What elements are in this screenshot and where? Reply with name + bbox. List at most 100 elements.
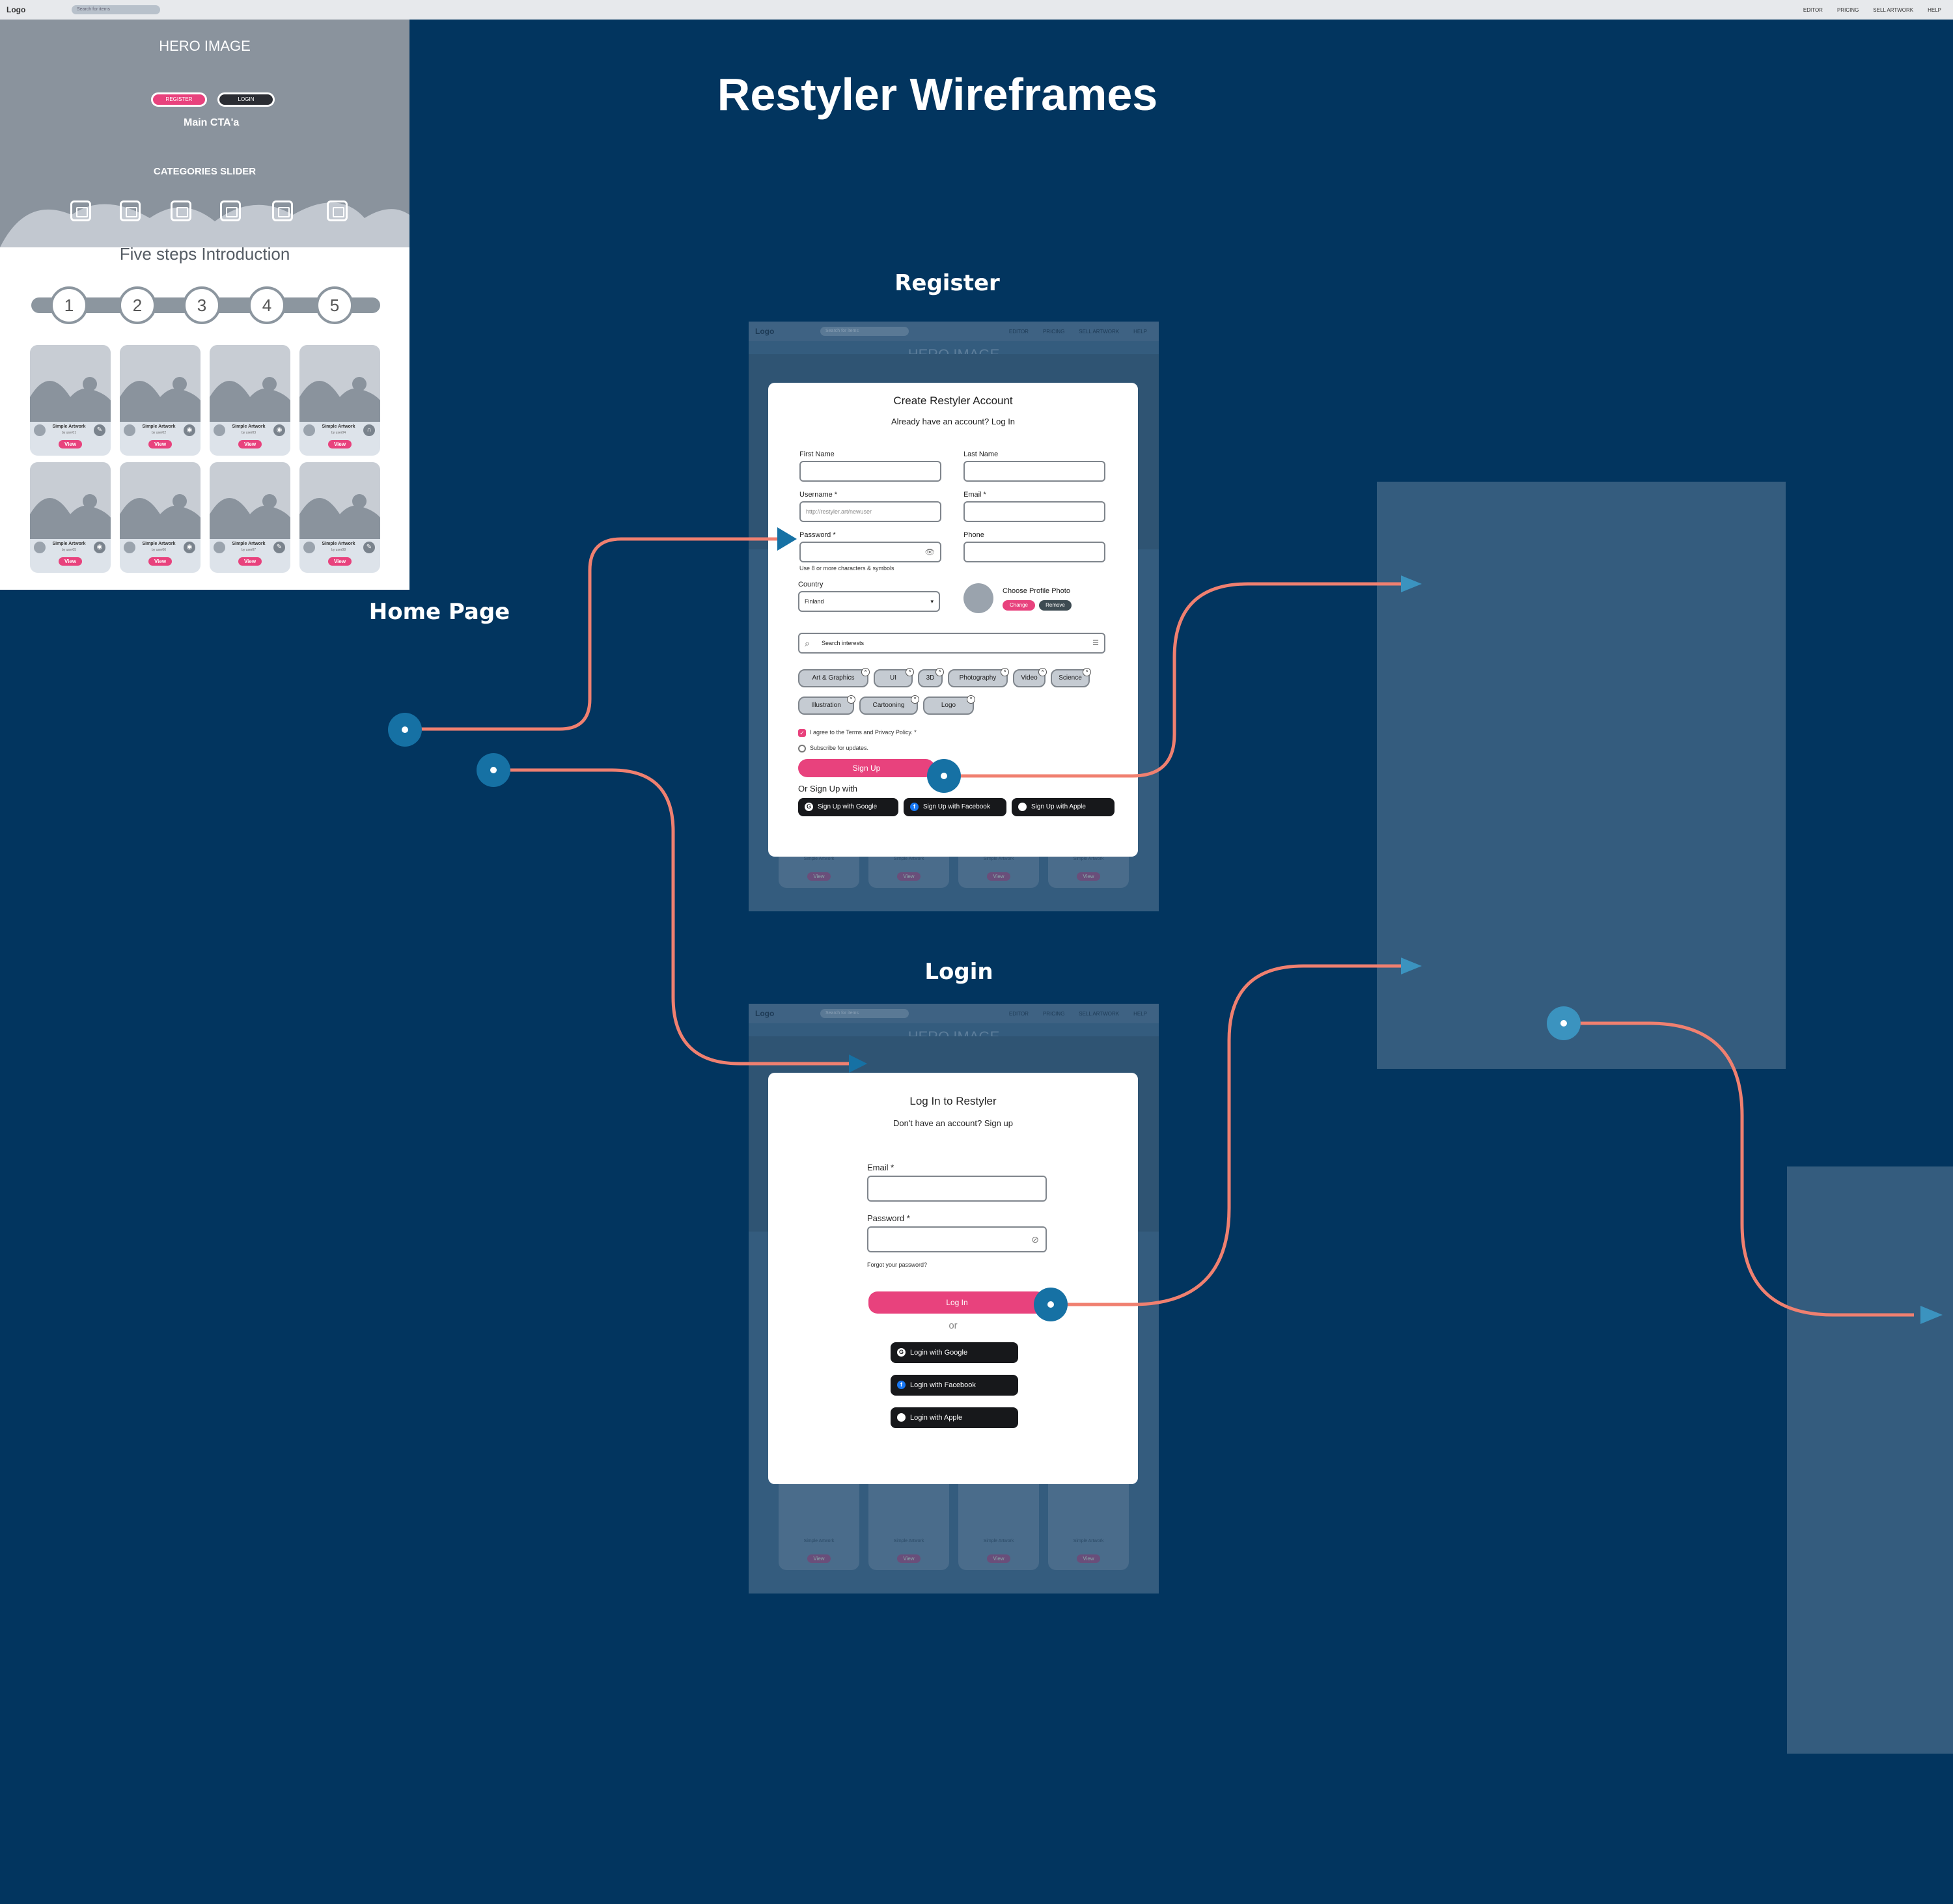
close-icon[interactable]: × xyxy=(1038,668,1047,676)
step-1[interactable]: 1 xyxy=(50,286,88,324)
forgot-password-link[interactable]: Forgot your password? xyxy=(867,1262,928,1268)
close-icon[interactable]: × xyxy=(911,695,919,704)
modal-subtitle[interactable]: Already have an account? Log In xyxy=(891,417,1016,426)
category-icon-6[interactable] xyxy=(327,200,348,221)
log-in-button[interactable]: Log In xyxy=(868,1291,1046,1314)
login-facebook-label: Login with Facebook xyxy=(910,1381,976,1389)
category-icon-1[interactable] xyxy=(70,200,91,221)
nav-link-sell-artwork[interactable]: SELL ARTWORK xyxy=(1079,328,1120,335)
password-field[interactable]: 👁 xyxy=(799,542,941,562)
close-icon[interactable]: × xyxy=(1083,668,1091,676)
country-select[interactable]: Finland ▾ xyxy=(798,591,940,612)
view-button[interactable]: View xyxy=(328,440,352,448)
logo[interactable]: Logo xyxy=(7,5,26,14)
step-5[interactable]: 5 xyxy=(316,286,353,324)
close-icon[interactable]: × xyxy=(935,668,944,676)
interest-chip[interactable]: Video× xyxy=(1013,668,1047,687)
arrow-head-icon xyxy=(1401,958,1422,974)
view-button[interactable]: View xyxy=(238,440,262,448)
category-icon-4[interactable] xyxy=(220,200,241,221)
username-field[interactable]: http://restyler.art/newuser xyxy=(799,501,941,522)
email-field[interactable] xyxy=(963,501,1105,522)
interest-chip[interactable]: Logo× xyxy=(923,695,975,715)
eye-icon[interactable]: 👁 xyxy=(924,547,935,557)
view-button[interactable]: View xyxy=(328,557,352,566)
interest-chip[interactable]: UI× xyxy=(874,668,914,687)
search-input[interactable]: Search for items xyxy=(72,5,160,14)
category-icon-2[interactable] xyxy=(120,200,141,221)
step-2[interactable]: 2 xyxy=(118,286,156,324)
category-icon-5[interactable] xyxy=(272,200,293,221)
interest-chip[interactable]: Science× xyxy=(1051,668,1091,687)
phone-field[interactable] xyxy=(963,542,1105,562)
nav-link-editor[interactable]: EDITOR xyxy=(1008,328,1029,335)
interests-search-input[interactable]: ⌕ Search interests ☰ xyxy=(798,633,1105,654)
or-divider: or xyxy=(949,1320,958,1331)
nav-link-editor[interactable]: EDITOR xyxy=(1008,1010,1029,1017)
email-field[interactable] xyxy=(867,1176,1047,1202)
close-icon[interactable]: × xyxy=(847,695,855,704)
login-button[interactable]: LOGIN xyxy=(217,92,275,107)
nav-link-sell-artwork[interactable]: SELL ARTWORK xyxy=(1079,1010,1120,1017)
remove-photo-button[interactable]: Remove xyxy=(1039,600,1072,611)
terms-checkbox[interactable]: ✓ xyxy=(798,729,806,737)
nav-link-pricing[interactable]: PRICING xyxy=(1042,328,1065,335)
interest-chip[interactable]: Cartooning× xyxy=(859,695,919,715)
view-button: View xyxy=(1077,1554,1100,1563)
nav-link-pricing[interactable]: PRICING xyxy=(1042,1010,1065,1017)
artwork-author: by user02 xyxy=(152,431,166,435)
search-input[interactable]: Search for items xyxy=(820,1009,909,1018)
first-name-field[interactable] xyxy=(799,461,941,482)
nav-link-help[interactable]: HELP xyxy=(1133,328,1147,335)
view-button[interactable]: View xyxy=(59,440,82,448)
view-button[interactable]: View xyxy=(238,557,262,566)
pencil-icon: ✎ xyxy=(273,542,285,553)
category-icon-3[interactable] xyxy=(171,200,191,221)
modal-subtitle[interactable]: Don't have an account? Sign up xyxy=(893,1118,1013,1128)
artwork-title: Simple Artwork xyxy=(803,857,835,861)
view-button[interactable]: View xyxy=(59,557,82,566)
close-icon[interactable]: × xyxy=(967,695,975,704)
terms-text[interactable]: I agree to the Terms and Privacy Policy.… xyxy=(810,729,917,736)
sign-up-button[interactable]: Sign Up xyxy=(798,759,935,777)
step-3[interactable]: 3 xyxy=(183,286,221,324)
view-button[interactable]: View xyxy=(148,440,172,448)
filter-icon[interactable]: ☰ xyxy=(1092,639,1099,647)
close-icon[interactable]: × xyxy=(861,668,870,676)
close-icon[interactable]: × xyxy=(1001,668,1009,676)
change-photo-button[interactable]: Change xyxy=(1003,600,1035,611)
password-field[interactable]: ⊘ xyxy=(867,1226,1047,1252)
subscribe-radio[interactable] xyxy=(798,745,806,752)
search-input[interactable]: Search for items xyxy=(820,327,909,336)
interest-chip[interactable]: Illustration× xyxy=(798,695,855,715)
logo[interactable]: Logo xyxy=(755,1009,775,1018)
nav-link-help[interactable]: HELP xyxy=(1133,1010,1147,1017)
interest-chip[interactable]: 3D× xyxy=(918,668,944,687)
interest-chip[interactable]: Photography× xyxy=(948,668,1009,687)
step-4[interactable]: 4 xyxy=(248,286,286,324)
artwork-author: by user03 xyxy=(242,431,256,435)
register-button[interactable]: REGISTER xyxy=(151,92,207,107)
close-icon[interactable]: × xyxy=(906,668,914,676)
camera-icon: ◉ xyxy=(94,542,105,553)
logo[interactable]: Logo xyxy=(755,327,775,336)
interest-chip[interactable]: Art & Graphics× xyxy=(798,668,870,687)
view-button[interactable]: View xyxy=(148,557,172,566)
avatar xyxy=(124,424,135,436)
sign-up-apple-button[interactable]: Sign Up with Apple xyxy=(1012,798,1115,816)
last-name-field[interactable] xyxy=(963,461,1105,482)
eye-off-icon[interactable]: ⊘ xyxy=(1031,1234,1039,1245)
login-apple-button[interactable]: Login with Apple xyxy=(891,1407,1018,1428)
